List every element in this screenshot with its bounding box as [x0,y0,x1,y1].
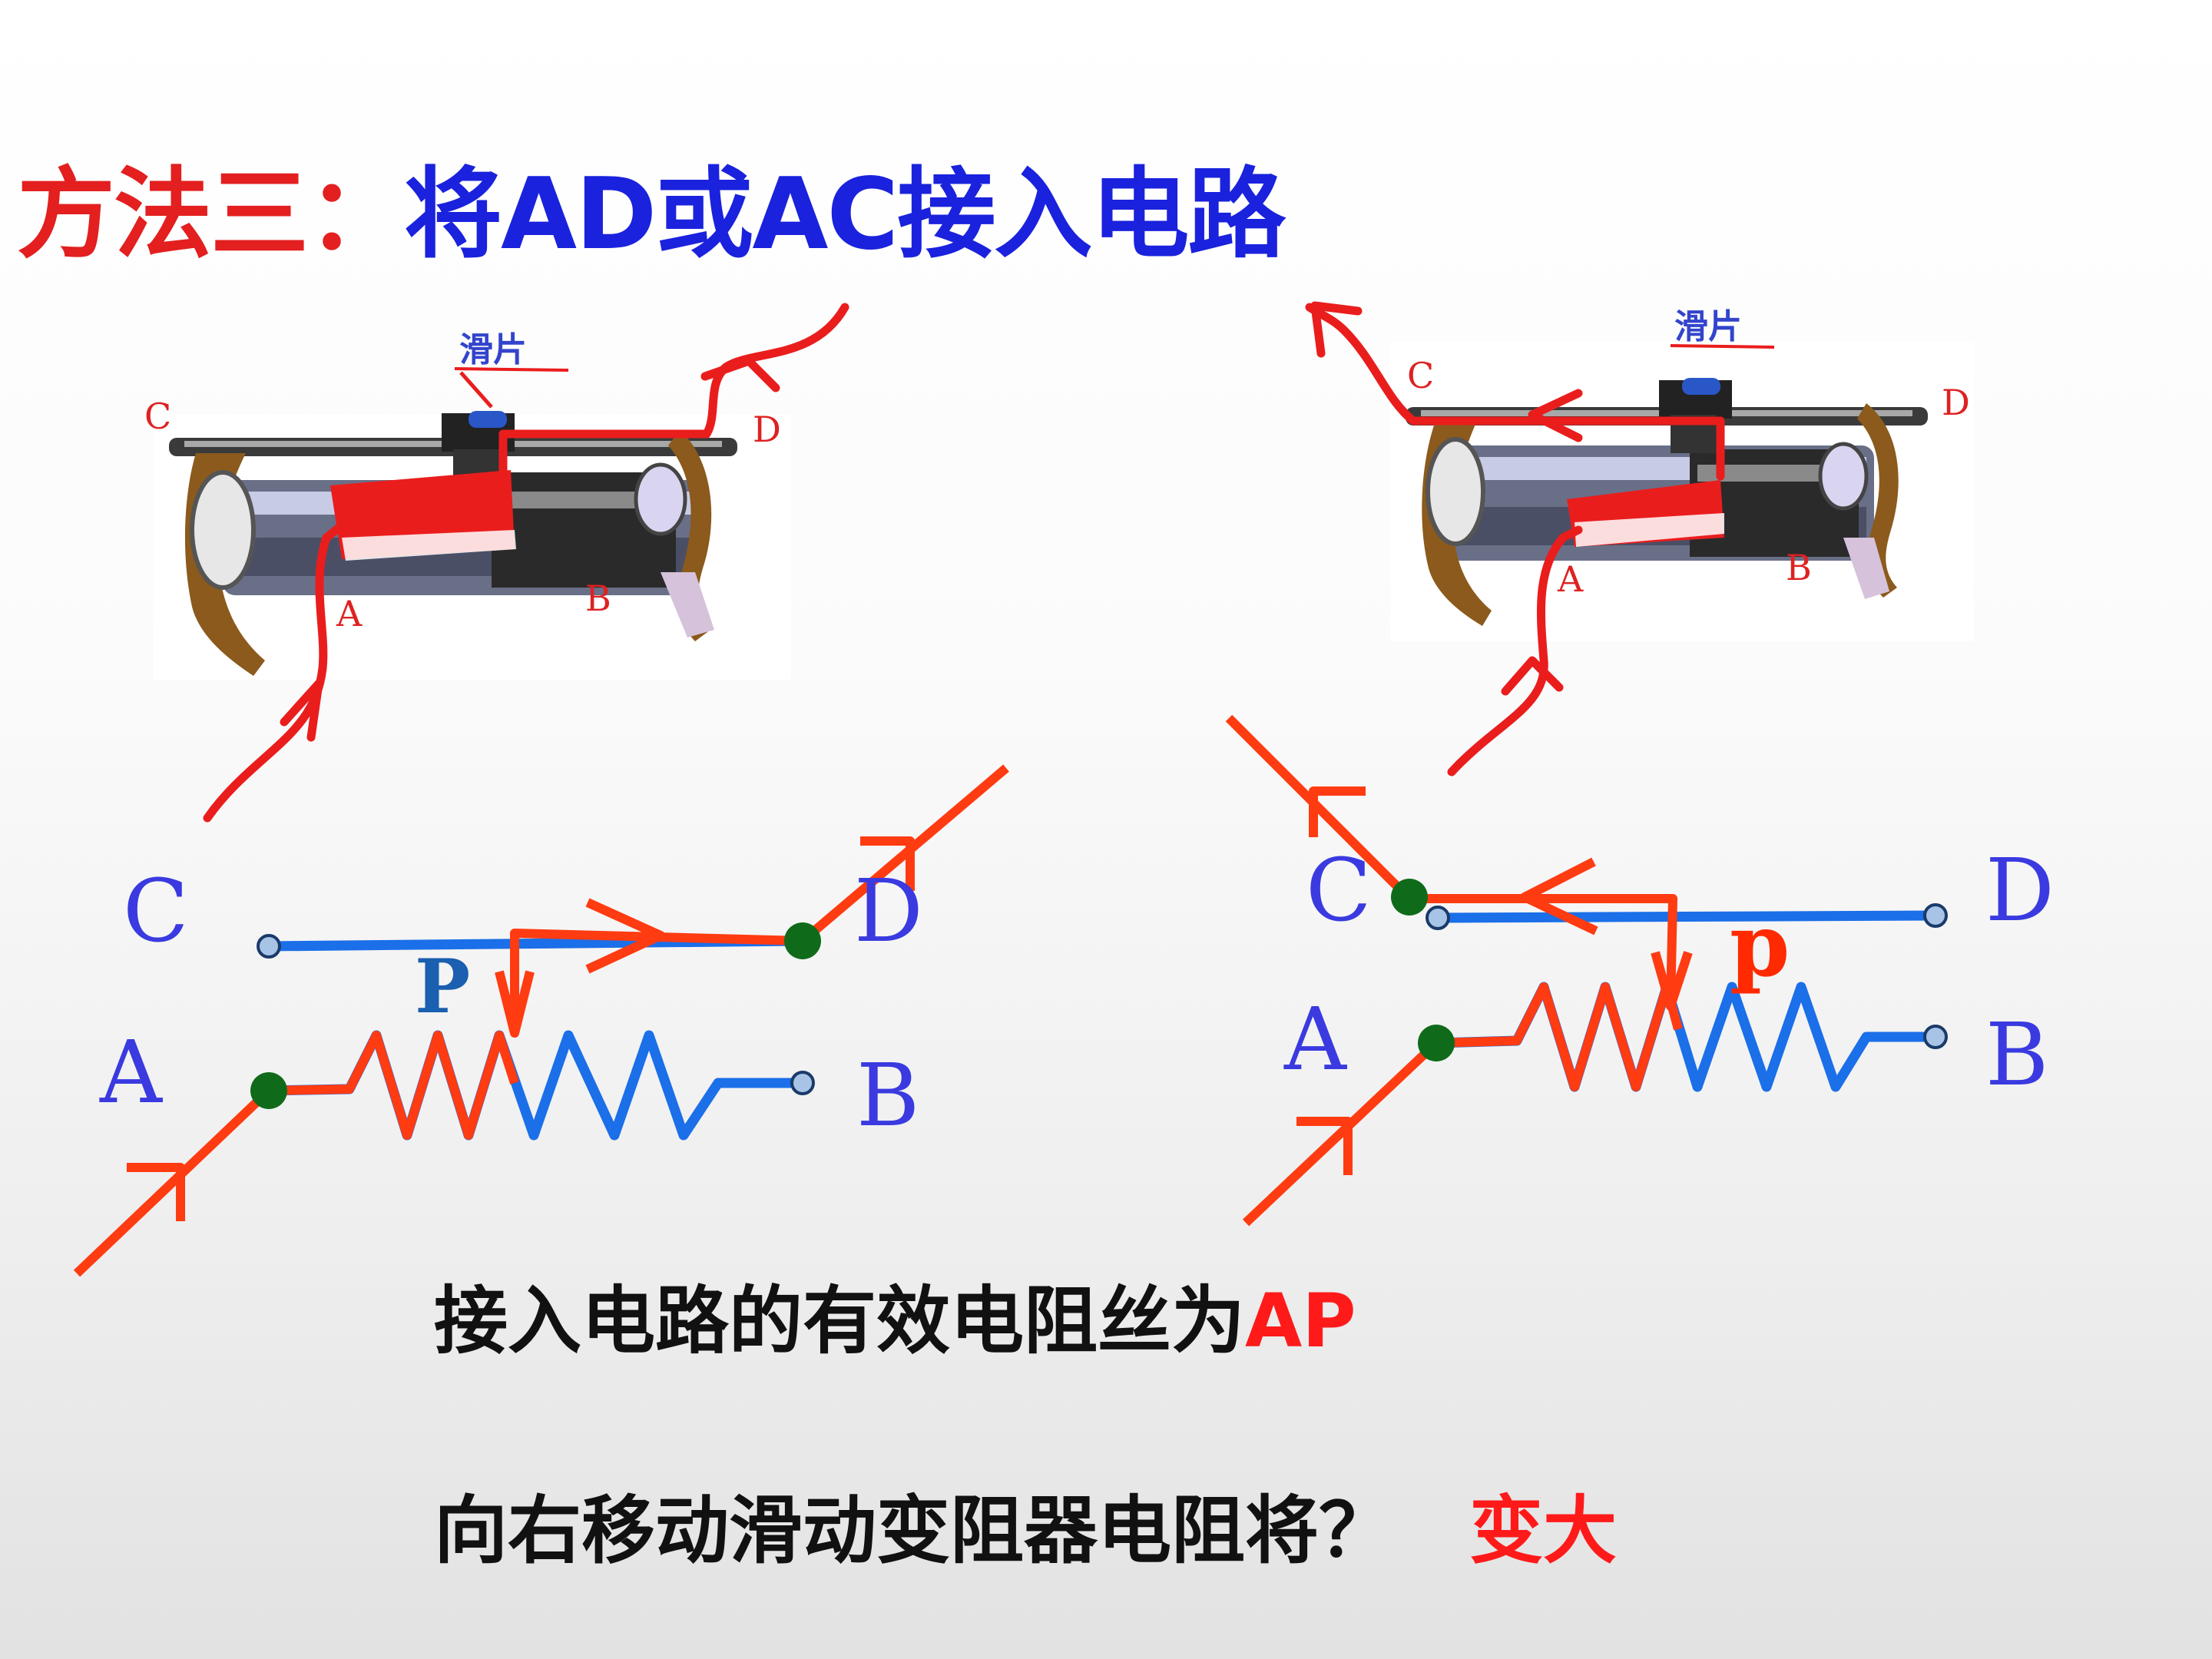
node-a-right [1418,1025,1455,1061]
rheostat-photo-left: 滑片 C D A B [144,303,849,823]
label-a-left: A [99,1023,163,1123]
label-d-right: D [1985,841,2055,941]
label-b-left: B [856,1046,919,1146]
schematic-left: C D A B P [73,764,1009,1277]
current-path-right [1242,982,1683,1227]
photo-label-a-right: A [1557,558,1584,600]
slide-title: 方法三：将AD或AC接入电路 [17,154,1286,276]
effective-resistance-text: 接入电路的有效电阻丝为 [434,1278,1245,1364]
schematic-right: C D A B p [1225,714,2055,1227]
current-path-left [73,1031,519,1277]
rheostat-photo-right: 滑片 C D A B [1305,301,1974,777]
node-c-right [1391,879,1428,916]
terminal-c-right [1426,906,1450,930]
node-a-left [250,1072,287,1109]
node-d-left [784,922,821,959]
effective-resistance-line: 接入电路的有效电阻丝为AP [434,1271,1356,1371]
label-p-right: p [1730,896,1790,996]
terminal-c-left [257,934,281,959]
photo-label-b: B [585,578,611,619]
photo-label-b-right: B [1786,547,1812,588]
photo-label-d: D [753,409,781,450]
photo-label-d-right: D [1942,382,1970,423]
label-c-left: C [123,862,189,962]
move-right-answer: 变大 [1469,1488,1617,1574]
move-right-question-line: 向右移动滑动变阻器电阻将？ 变大 [434,1481,1617,1581]
terminal-d-right [1923,903,1948,928]
label-d-left: D [854,862,923,962]
move-right-question-text: 向右移动滑动变阻器电阻将？ [434,1488,1392,1574]
photo-label-c: C [144,396,171,437]
wire-cd-right [1435,910,1936,923]
terminal-b-right [1923,1025,1948,1049]
terminal-b-left [790,1071,815,1095]
effective-resistance-answer: AP [1245,1278,1356,1364]
title-prefix: 方法三： [17,157,406,272]
title-body: 将AD或AC接入电路 [404,157,1286,272]
slider-label-right: 滑片 [1674,307,1742,346]
label-p-left: P [415,943,470,1030]
label-b-right: B [1985,1005,2048,1105]
label-c-right: C [1306,841,1372,941]
photo-label-c-right: C [1407,355,1434,396]
label-a-right: A [1283,990,1347,1090]
photo-label-a: A [336,593,363,634]
slider-label: 滑片 [459,330,527,369]
